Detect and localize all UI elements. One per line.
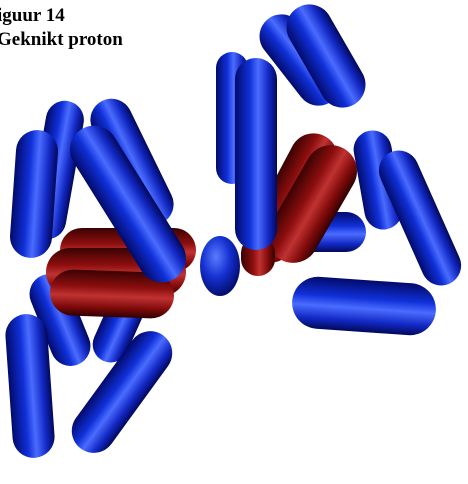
rod-red [50,269,174,319]
rod-blue [292,276,436,336]
rod-blue [90,98,174,226]
rod-blue [5,314,55,458]
central-sphere [200,236,240,296]
figure-title: Geknikt proton [0,29,123,50]
rod-blue [235,58,277,250]
rod-blue [378,150,462,286]
cluster-right [216,4,462,336]
rod-red [267,145,357,263]
figure-label: iguur 14 [0,5,65,26]
rod-blue [70,125,186,283]
rod-blue [286,4,366,108]
rod-blue [10,130,58,258]
figure-caption: iguur 14 Geknikt proton [0,4,123,52]
cluster-left [5,98,196,458]
rod-blue [71,331,173,453]
rod-blue [29,274,91,366]
